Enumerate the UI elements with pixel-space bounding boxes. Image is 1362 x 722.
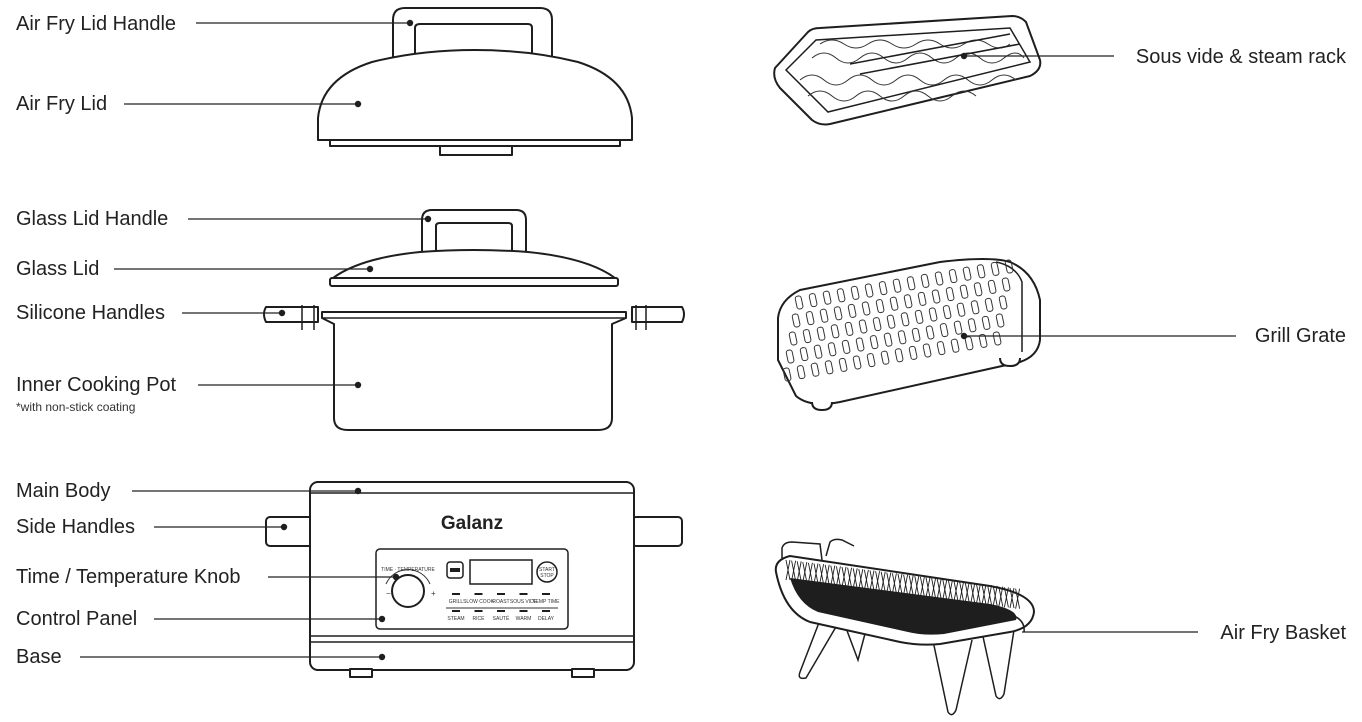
function-label: SAUTÉ [493,615,510,622]
label-air-fry-basket: Air Fry Basket [1220,622,1346,644]
air-fry-basket-illustration [774,538,1035,716]
label-inner-cooking-pot: Inner Cooking Pot [16,374,177,396]
callout-glass-lid: Glass Lid [16,258,374,280]
function-label: ROAST [492,599,509,605]
function-label: WARM [516,616,532,622]
start-label: START [539,567,555,573]
knob-plus: + [431,589,436,598]
inner-cooking-pot-illustration [263,305,685,431]
callout-base: Base [16,646,386,668]
callout-grill-grate: Grill Grate [960,325,1346,347]
label-sous-vide-rack: Sous vide & steam rack [1136,46,1347,68]
basket-mesh [785,559,1021,609]
label-non-stick-note: *with non-stick coating [16,400,135,414]
callout-air-fry-basket: Air Fry Basket [1022,622,1346,644]
callout-main-body: Main Body [16,480,362,502]
label-glass-lid: Glass Lid [16,258,99,280]
callout-air-fry-lid: Air Fry Lid [16,93,362,115]
callout-control-panel: Control Panel [16,608,386,630]
label-control-panel: Control Panel [16,608,137,630]
function-label: TEMP TIME [532,599,560,605]
label-main-body: Main Body [16,480,111,502]
callout-inner-cooking-pot: Inner Cooking Pot *with non-stick coatin… [16,374,362,414]
knob-label: TIME · TEMPERATURE [381,567,435,573]
function-label: RICE [473,616,486,622]
callout-sous-vide-rack: Sous vide & steam rack [960,46,1347,68]
knob-minus: − [386,589,391,598]
label-time-temperature-knob: Time / Temperature Knob [16,566,241,588]
callout-glass-lid-handle: Glass Lid Handle [16,208,432,230]
callout-air-fry-lid-handle: Air Fry Lid Handle [16,13,414,35]
glass-lid-illustration [329,209,619,287]
function-label: SOUS VIDE [510,599,538,605]
callout-time-temperature-knob: Time / Temperature Knob [16,566,400,588]
callout-side-handles: Side Handles [16,516,288,538]
brand-logo: Galanz [441,513,503,534]
label-air-fry-lid-handle: Air Fry Lid Handle [16,13,176,35]
label-glass-lid-handle: Glass Lid Handle [16,208,168,230]
sous-vide-rack-illustration [773,15,1042,126]
function-label: GRILL [449,599,464,605]
function-label: STEAM [447,616,464,622]
grill-grate-illustration [777,258,1041,411]
grill-slots [782,259,1014,382]
function-label: SLOW COOK [463,599,495,605]
label-silicone-handles: Silicone Handles [16,302,165,324]
function-label: DELAY [538,616,555,622]
label-side-handles: Side Handles [16,516,135,538]
label-base: Base [16,646,62,668]
air-fry-lid-illustration [317,7,633,156]
stop-label: STOP [540,573,554,579]
label-grill-grate: Grill Grate [1255,325,1346,347]
function-row-bottom: STEAM RICE SAUTÉ WARM DELAY [447,610,555,622]
callout-silicone-handles: Silicone Handles [16,302,286,324]
label-air-fry-lid: Air Fry Lid [16,93,107,115]
